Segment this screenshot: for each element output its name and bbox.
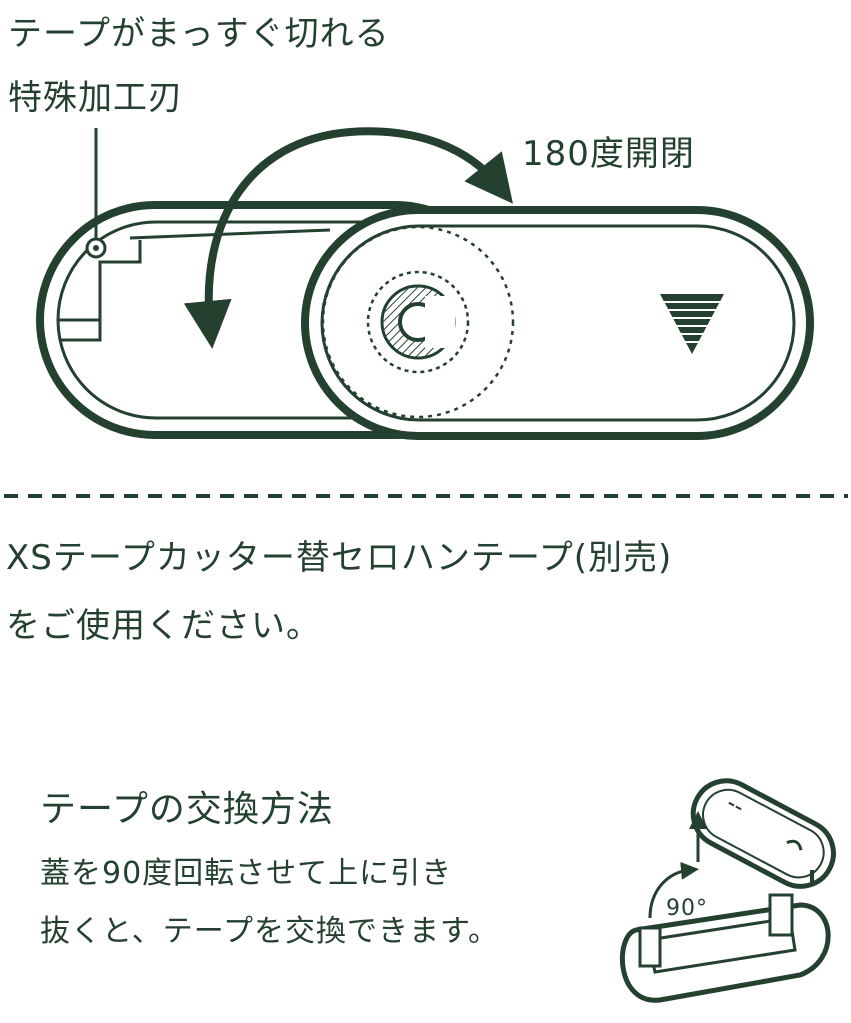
blade-label-line-1: テープがまっすぐ切れる <box>8 14 390 54</box>
rotation-arrow-icon <box>183 127 514 349</box>
replace-body-line-2: 抜くと、テープを交換できます。 <box>40 914 499 949</box>
direction-triangle-icon <box>660 294 724 354</box>
rotation-label: 180度開閉 <box>522 134 695 174</box>
replace-illustration <box>619 778 836 1003</box>
cutter-lid <box>301 206 814 440</box>
angle-label: 90° <box>666 896 708 921</box>
blade-label-line-2: 特殊加工刃 <box>8 78 183 118</box>
replace-body-line-1: 蓋を90度回転させて上に引き <box>40 856 453 891</box>
refill-note-line-2: をご使用ください。 <box>6 606 321 646</box>
refill-note-line-1: XSテープカッター替セロハンテープ(別売) <box>6 538 673 578</box>
replace-title: テープの交換方法 <box>40 789 334 830</box>
blade-pointer <box>85 128 107 259</box>
